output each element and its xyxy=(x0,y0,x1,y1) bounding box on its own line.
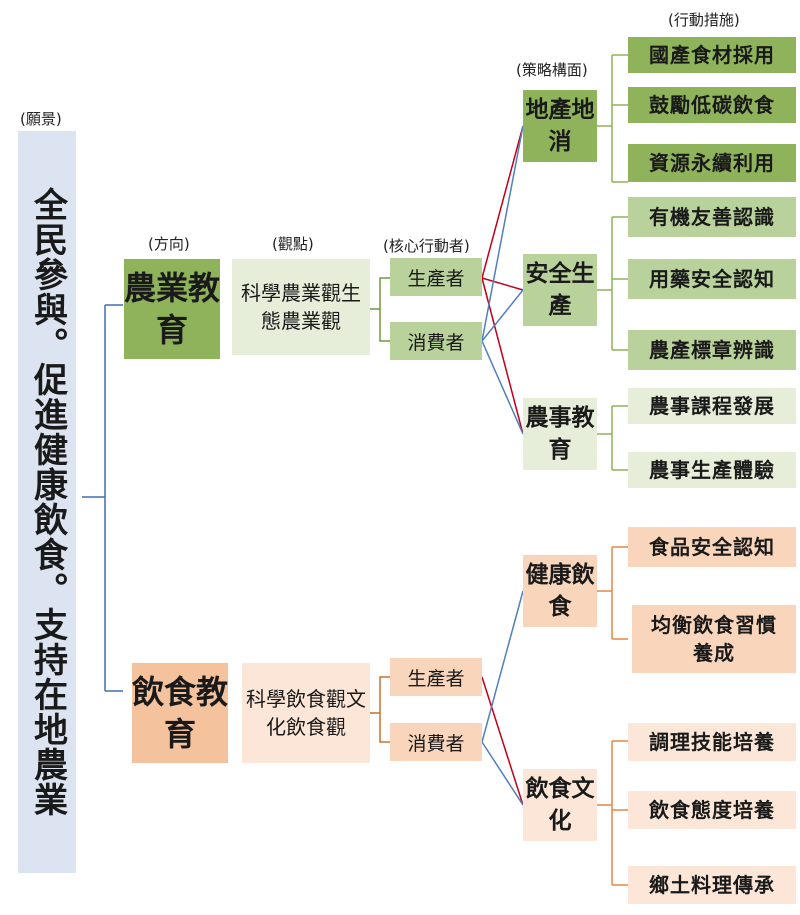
food-action-bracket-2 xyxy=(597,740,628,886)
agri-consumer-links xyxy=(481,125,524,435)
action-sustainable-resources: 資源永續利用 xyxy=(628,144,796,182)
viewpoint-agri: 科學農業觀生態農業觀 xyxy=(232,259,370,355)
viewpoint-food: 科學飲食觀文化飲食觀 xyxy=(242,663,370,763)
food-producer-links xyxy=(481,676,524,806)
action-cooking-skills: 調理技能培養 xyxy=(628,723,796,761)
action-label-recognition: 農產標章辨識 xyxy=(628,330,796,370)
food-action-bracket-1 xyxy=(597,546,628,640)
strategy-safe-production: 安全生產 xyxy=(523,254,597,326)
agri-action-bracket-2 xyxy=(597,216,628,351)
action-local-cuisine: 鄉土料理傳承 xyxy=(628,866,796,904)
action-domestic-ingredients: 國產食材採用 xyxy=(628,37,796,73)
action-farm-curriculum: 農事課程發展 xyxy=(628,388,796,424)
header-viewpoint: (觀點) xyxy=(272,235,314,253)
strategy-local-production: 地產地消 xyxy=(523,90,597,162)
header-direction: (方向) xyxy=(148,235,190,253)
action-pesticide-safety: 用藥安全認知 xyxy=(628,259,796,299)
action-food-safety: 食品安全認知 xyxy=(628,527,796,567)
agri-producer: 生產者 xyxy=(390,258,482,296)
vision-bracket xyxy=(82,304,123,692)
food-consumer-links xyxy=(481,590,524,806)
strategy-farming-education: 農事教育 xyxy=(523,398,597,470)
food-actor-bracket xyxy=(370,676,390,743)
agri-action-bracket-3 xyxy=(597,405,628,471)
food-consumer: 消費者 xyxy=(390,723,482,761)
food-producer: 生產者 xyxy=(390,658,482,696)
action-organic-friendly: 有機友善認識 xyxy=(628,197,796,237)
header-strategy: (策略構面) xyxy=(516,61,588,79)
action-low-carbon-diet: 鼓勵低碳飲食 xyxy=(628,87,796,123)
header-actors: (核心行動者) xyxy=(383,237,470,255)
action-eating-attitude: 飲食態度培養 xyxy=(628,791,796,829)
action-balanced-diet-habits: 均衡飲食習慣養成 xyxy=(632,605,796,673)
strategy-healthy-diet: 健康飲食 xyxy=(523,555,597,627)
direction-agri-education: 農業教育 xyxy=(124,259,220,359)
direction-food-education: 飲食教育 xyxy=(132,663,228,763)
action-farm-experience: 農事生產體驗 xyxy=(628,452,796,488)
agri-actor-bracket xyxy=(370,277,390,342)
strategy-food-culture: 飲食文化 xyxy=(523,769,597,841)
header-vision: (願景) xyxy=(20,110,62,128)
vision-box: 全民參與。促進健康飲食。支持在地農業 xyxy=(18,131,76,873)
agri-consumer: 消費者 xyxy=(390,322,482,360)
header-actions: (行動措施) xyxy=(668,11,740,29)
agri-action-bracket-1 xyxy=(597,54,628,183)
